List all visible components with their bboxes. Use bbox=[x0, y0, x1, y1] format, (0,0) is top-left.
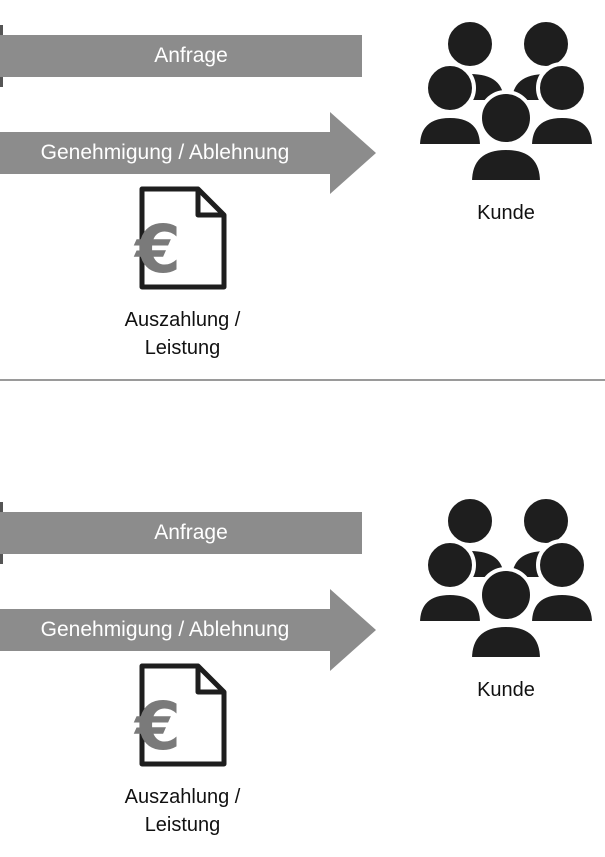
request-arrow: Anfrage bbox=[0, 35, 362, 77]
payout-caption-line2: Leistung bbox=[144, 337, 221, 359]
diagram-panel-1: Anfrage Genehmigung / Ablehnung € Auszah… bbox=[0, 0, 605, 380]
svg-text:€: € bbox=[133, 211, 181, 288]
diagram-panel-2: Anfrage Genehmigung / Ablehnung € Auszah… bbox=[0, 477, 605, 857]
section-divider bbox=[0, 379, 605, 381]
euro-document-icon: € bbox=[128, 186, 228, 290]
payout-caption-line1: Auszahlung / bbox=[124, 309, 241, 331]
response-arrow-shape bbox=[0, 589, 376, 671]
request-label: Anfrage bbox=[154, 44, 228, 67]
response-arrow: Genehmigung / Ablehnung bbox=[0, 112, 376, 194]
customer-group-icon bbox=[415, 16, 597, 184]
response-label: Genehmigung / Ablehnung bbox=[40, 618, 290, 641]
request-arrow: Anfrage bbox=[0, 512, 362, 554]
response-label: Genehmigung / Ablehnung bbox=[40, 141, 290, 164]
payout-caption: Auszahlung / Leistung bbox=[95, 306, 270, 362]
payout-caption-line2: Leistung bbox=[144, 814, 221, 836]
response-arrow: Genehmigung / Ablehnung bbox=[0, 589, 376, 671]
response-arrow-shape bbox=[0, 112, 376, 194]
svg-text:€: € bbox=[133, 688, 181, 765]
payout-caption: Auszahlung / Leistung bbox=[95, 783, 270, 839]
customer-label: Kunde bbox=[477, 679, 535, 701]
customer-group-icon bbox=[415, 493, 597, 661]
request-label: Anfrage bbox=[154, 521, 228, 544]
customer-label: Kunde bbox=[477, 202, 535, 224]
euro-document-icon: € bbox=[128, 663, 228, 767]
payout-caption-line1: Auszahlung / bbox=[124, 786, 241, 808]
